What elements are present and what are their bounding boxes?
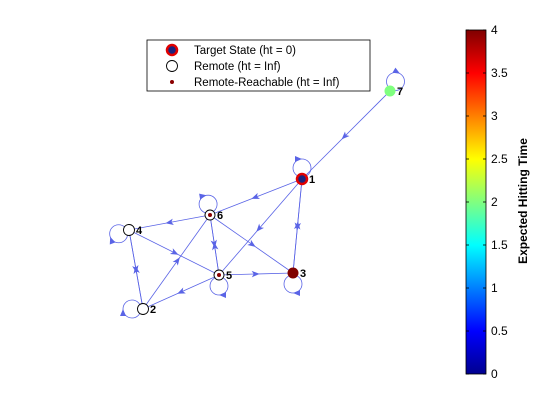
edge-5-3	[218, 270, 294, 278]
node-1: 1	[295, 172, 315, 186]
node-marker	[137, 303, 149, 315]
node-inner-dot	[208, 213, 212, 217]
loop-arrow	[109, 236, 116, 245]
colorbar-tick-label: 3	[491, 109, 498, 123]
legend-label-remote: Remote (ht = Inf)	[194, 61, 281, 73]
node-label: 2	[150, 304, 156, 316]
colorbar-tick: 2.5	[466, 152, 508, 166]
legend-label-target: Target State (ht = 0)	[194, 45, 296, 57]
colorbar-tick: 0.5	[466, 324, 508, 338]
edge-7-1	[301, 90, 391, 180]
self-loops	[109, 67, 405, 319]
legend-item-target: Target State (ht = 0)	[165, 43, 296, 57]
edge-5-2	[142, 274, 220, 310]
loop-arrow	[199, 193, 207, 200]
legend: Target State (ht = 0) Remote (ht = Inf) …	[146, 39, 371, 92]
edge-arrow	[294, 221, 301, 230]
colorbar-tick-label: 4	[491, 23, 498, 37]
colorbar-tick: 0	[466, 367, 498, 381]
node-3: 3	[287, 267, 306, 280]
remote-marker-icon	[166, 60, 178, 72]
edge-arrow	[251, 192, 261, 199]
loop-arrow	[120, 309, 126, 316]
digraph: 1 2 3 4 5 6 7	[109, 67, 405, 319]
loop-arrow	[295, 156, 302, 162]
legend-box	[146, 39, 371, 92]
edge-6-4	[128, 214, 211, 231]
node-marker	[384, 85, 396, 97]
remote-reachable-marker-icon	[170, 80, 174, 84]
edge-arrow	[256, 223, 265, 232]
edge-1-6	[209, 178, 303, 216]
colorbar-tick: 1	[466, 281, 498, 295]
node-6: 6	[204, 209, 223, 222]
edge-1-5	[218, 178, 303, 276]
node-label: 4	[136, 225, 143, 237]
node-4: 4	[123, 224, 143, 237]
edge-arrow	[169, 248, 179, 255]
edge-2-4	[128, 229, 144, 310]
node-label: 5	[226, 270, 232, 282]
legend-item-remote: Remote (ht = Inf)	[166, 60, 281, 73]
edge-6-3	[209, 214, 294, 274]
loop-arrow	[392, 67, 400, 74]
edge-4-5	[128, 229, 220, 276]
edge-3-1	[292, 178, 303, 274]
node-label: 1	[309, 174, 315, 186]
colorbar-title: Expected Hitting Time	[516, 138, 530, 264]
nodes: 1 2 3 4 5 6 7	[123, 85, 403, 316]
legend-label-remote-reachable: Remote-Reachable (ht = Inf)	[194, 77, 340, 89]
self-loop-7	[386, 67, 405, 91]
node-label: 6	[217, 210, 223, 222]
node-7: 7	[384, 85, 403, 98]
node-label: 7	[397, 86, 403, 98]
edges	[128, 90, 391, 310]
edge-arrow	[341, 131, 350, 140]
edge-arrow	[251, 270, 260, 278]
colorbar-tick: 4	[466, 23, 498, 37]
edge-arrow	[172, 257, 180, 266]
colorbar-tick: 3.5	[466, 66, 508, 80]
colorbar-tick-label: 3.5	[491, 66, 508, 80]
colorbar-tick-label: 1.5	[491, 238, 508, 252]
colorbar-ticks: 0 0.5 1 1.5 2 2.5 3 3.5 4	[466, 23, 508, 381]
edge-arrow	[133, 265, 140, 274]
node-label: 3	[300, 268, 306, 280]
colorbar-tick: 1.5	[466, 238, 508, 252]
legend-item-remote-reachable: Remote-Reachable (ht = Inf)	[170, 77, 340, 89]
edge-arrow	[247, 239, 256, 247]
target-marker-icon	[165, 43, 179, 57]
edge-2-6	[142, 214, 211, 310]
edge-5-6	[209, 214, 220, 276]
edge-line	[218, 178, 303, 276]
colorbar-tick-label: 0.5	[491, 324, 508, 338]
loop-arrow	[293, 290, 300, 296]
edge-line	[301, 90, 391, 180]
node-2: 2	[137, 303, 156, 316]
colorbar-tick-label: 2.5	[491, 152, 508, 166]
colorbar: 0 0.5 1 1.5 2 2.5 3 3.5 4 Expected Hitting Time	[465, 23, 530, 381]
node-marker	[287, 267, 299, 279]
colorbar-tick-label: 2	[491, 195, 498, 209]
edge-arrow	[165, 218, 174, 225]
edge-arrow	[212, 242, 219, 251]
node-inner-dot	[217, 273, 221, 277]
colorbar-tick-label: 0	[491, 367, 498, 381]
colorbar-tick: 2	[466, 195, 498, 209]
loop-arrow	[219, 292, 226, 298]
edge-arrow	[177, 287, 186, 294]
node-marker	[295, 172, 309, 186]
colorbar-tick: 3	[466, 109, 498, 123]
node-marker	[123, 224, 135, 236]
colorbar-tick-label: 1	[491, 281, 498, 295]
node-5: 5	[213, 269, 232, 282]
